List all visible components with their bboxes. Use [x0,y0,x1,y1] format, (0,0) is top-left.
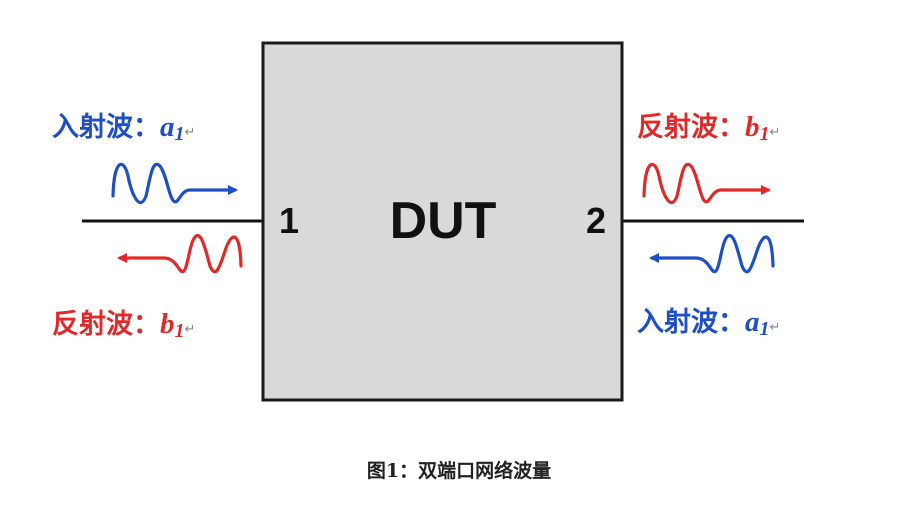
right-incident-subscript: 1 [760,318,770,340]
right-reflected-text: 反射波： [637,112,745,143]
left-incident-symbol: a [160,111,175,143]
left-reflected-wave [117,233,243,274]
left-reflected-mark: ↵ [185,322,196,337]
right-reflected-symbol: b [745,111,760,143]
right-reflected-label: 反射波：b1↵ [637,111,780,145]
left-incident-subscript: 1 [175,123,185,145]
left-incident-label: 入射波：a1↵ [52,111,195,145]
dut-label: DUT [390,192,497,250]
left-reflected-text: 反射波： [52,309,160,340]
right-incident-text: 入射波： [637,307,745,338]
right-incident-symbol: a [745,306,760,338]
right-reflected-subscript: 1 [760,123,770,145]
left-incident-mark: ↵ [185,125,196,140]
right-reflected-wave [642,162,771,205]
left-reflected-label: 反射波：b1↵ [52,308,195,342]
port-2-label: 2 [586,200,606,241]
left-incident-text: 入射波： [52,112,160,143]
right-reflected-mark: ↵ [770,125,781,140]
figure-caption: 图1：双端口网络波量 [366,460,552,482]
left-incident-wave [111,162,238,205]
left-reflected-symbol: b [160,308,175,340]
dut-box [261,41,624,402]
right-incident-wave [649,233,775,274]
port-1-label: 1 [279,200,299,241]
right-incident-label: 入射波：a1↵ [637,306,780,340]
right-incident-mark: ↵ [770,320,781,335]
left-reflected-subscript: 1 [175,320,185,342]
